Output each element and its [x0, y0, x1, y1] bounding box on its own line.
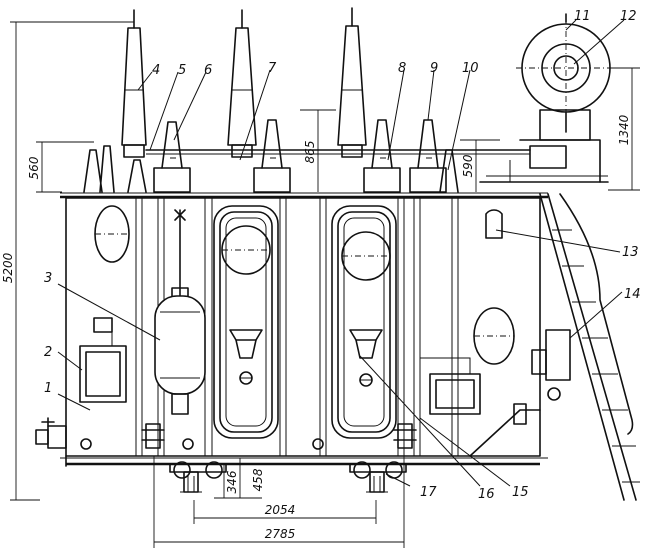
- gas-relay-13: [485, 209, 503, 239]
- leader-lines: [57, 19, 625, 487]
- callout-15: 15: [512, 485, 529, 500]
- dim-track-gauge: 2054: [265, 503, 296, 517]
- dim-bushing-left: 560: [27, 156, 41, 179]
- ladder: [539, 193, 640, 501]
- drain-valve: [35, 417, 324, 450]
- control-cabinet: [79, 317, 127, 403]
- callout-14: 14: [624, 287, 641, 302]
- radiator-loop-left: [213, 205, 279, 439]
- carriage-right: [349, 461, 407, 493]
- tap-changer-box: [420, 329, 571, 415]
- inspection-window-left: [94, 205, 130, 263]
- callout-8: 8: [398, 61, 406, 76]
- carriage-left: [169, 461, 227, 493]
- dim-wheel-height: 346: [225, 470, 239, 493]
- hv-bushing-left: [121, 9, 147, 158]
- callout-7: 7: [268, 61, 277, 76]
- callout-1: 1: [44, 381, 52, 396]
- hv-bushing-middle: [227, 9, 257, 158]
- callout-12: 12: [620, 9, 637, 24]
- callout-labels: 1 2 3 4 5 6 7 8 9 10 11 12 13 14 15 16 1…: [44, 9, 641, 502]
- callout-4: 4: [152, 63, 160, 78]
- dim-bushing-right: 590: [461, 154, 475, 177]
- dim-base-height: 458: [251, 468, 265, 491]
- callout-5: 5: [178, 63, 186, 78]
- dimension-labels: 5200 560 865 590 1340 346 458 2054 2785: [1, 114, 631, 541]
- radiator-loop-right: [331, 205, 397, 439]
- callout-17: 17: [420, 485, 437, 500]
- inspection-window-right: [473, 307, 515, 365]
- callout-3: 3: [44, 271, 52, 286]
- top-pipework: [145, 149, 609, 183]
- bottom-valves: [141, 403, 527, 449]
- callout-11: 11: [574, 9, 591, 24]
- oil-vessel: [154, 209, 206, 415]
- callout-16: 16: [478, 487, 495, 502]
- dim-wheel-base: 2785: [265, 527, 296, 541]
- dim-bushing-hv: 865: [303, 141, 317, 164]
- lv-bushings: [83, 119, 459, 193]
- conservator: [516, 13, 616, 183]
- hv-bushing-right: [337, 7, 367, 158]
- callout-13: 13: [622, 245, 639, 260]
- callout-6: 6: [204, 63, 212, 78]
- dimensions: [10, 21, 640, 548]
- callout-9: 9: [430, 61, 438, 76]
- dim-overall-height: 5200: [1, 252, 15, 283]
- callout-2: 2: [44, 345, 52, 360]
- tank-body: [60, 192, 548, 467]
- callout-10: 10: [462, 61, 479, 76]
- dim-conservator: 1340: [617, 114, 631, 145]
